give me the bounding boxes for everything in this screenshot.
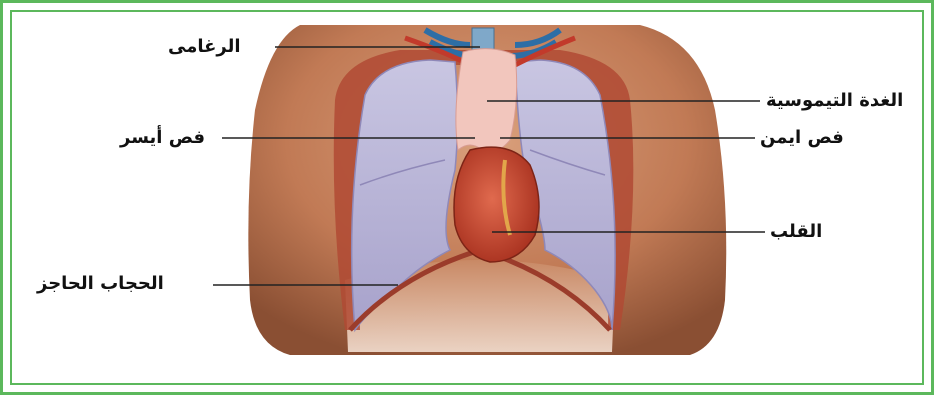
label-left-lobe: فص أيسر <box>120 127 205 149</box>
label-heart: القلب <box>770 221 822 243</box>
heart-shape <box>454 147 539 262</box>
label-diaphragm: الحجاب الحاجز <box>37 273 164 295</box>
label-thymus: الغدة التيموسية <box>766 90 903 112</box>
label-trachea: الرغامى <box>168 36 241 58</box>
label-right-lobe: فص ايمن <box>760 127 844 149</box>
